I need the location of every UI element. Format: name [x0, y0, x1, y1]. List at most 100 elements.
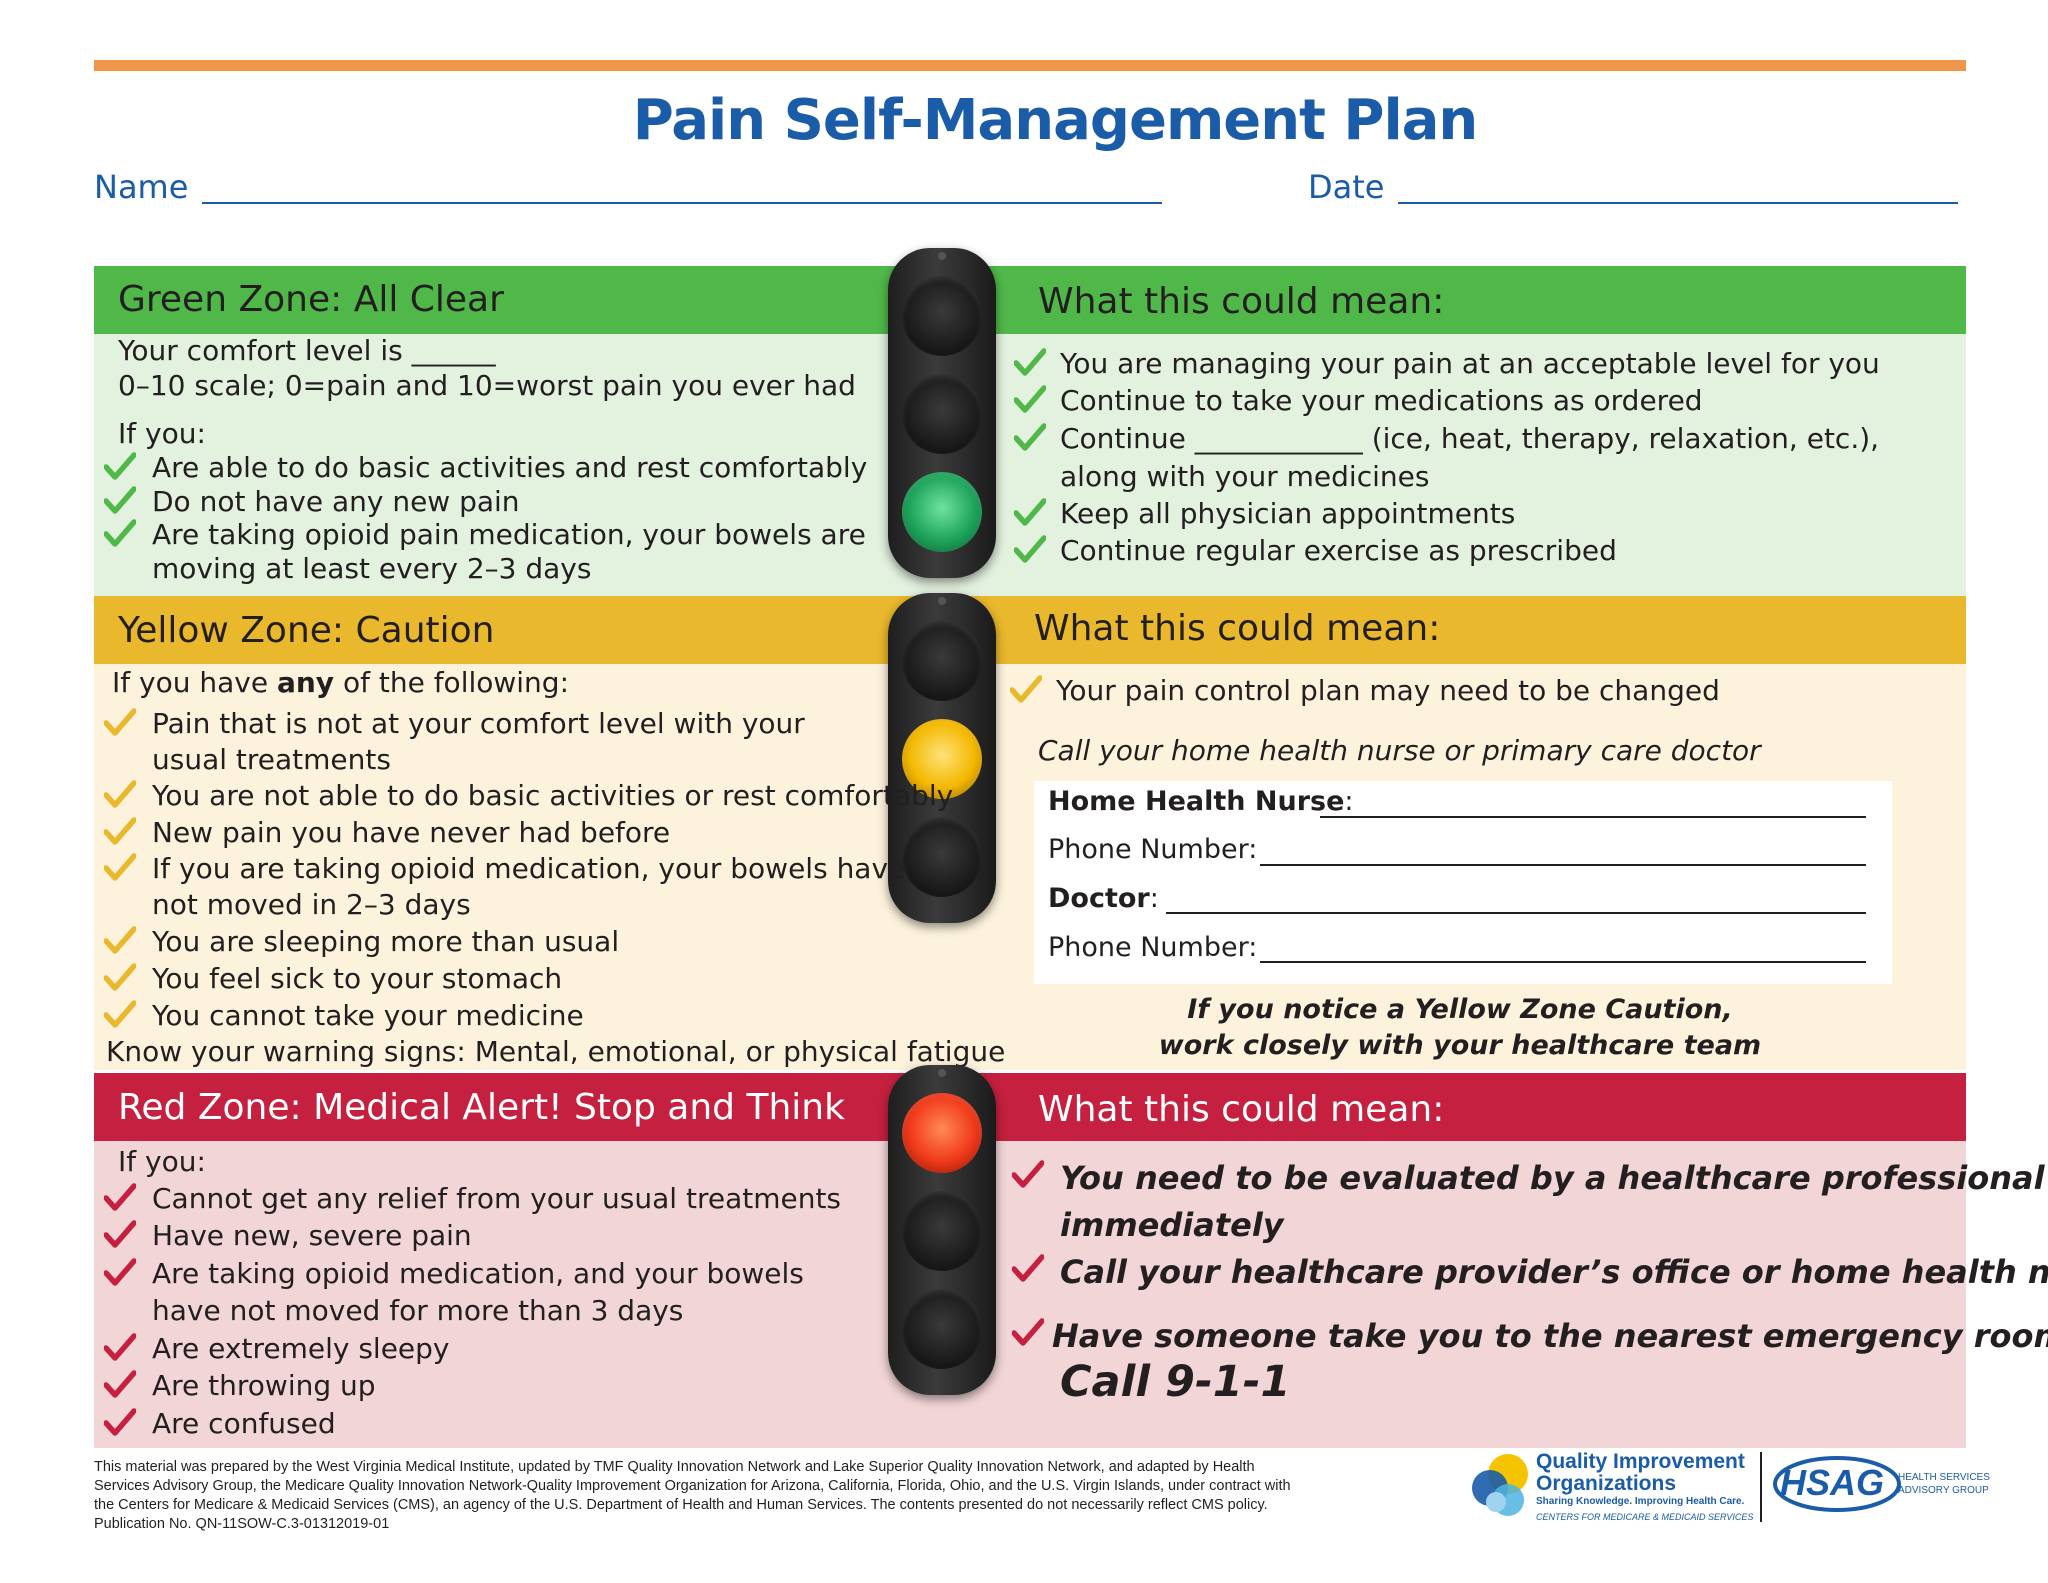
- qio-logo-line1: Quality Improvement: [1536, 1450, 1745, 1473]
- red-meaning-heading: What this could mean:: [1038, 1089, 1445, 1130]
- check-icon: [103, 1258, 137, 1288]
- green-traffic-light: [888, 248, 996, 578]
- green-meaning-item: Keep all physician appointments: [1060, 497, 1516, 530]
- date-label: Date: [1308, 168, 1385, 206]
- qio-logo-tagline: Sharing Knowledge. Improving Health Care…: [1536, 1496, 1745, 1507]
- nurse-phone-label: Phone Number:: [1048, 834, 1258, 865]
- check-icon: [1013, 535, 1047, 565]
- comfort-level-text: Your comfort level is ______: [118, 334, 496, 367]
- yellow-meaning-heading: What this could mean:: [1034, 608, 1441, 649]
- qio-logo-icon: [1468, 1452, 1532, 1522]
- green-if-item: Are able to do basic activities and rest…: [152, 451, 868, 484]
- green-light-top-lamp: [902, 276, 982, 356]
- green-meaning-item: Continue ____________ (ice, heat, therap…: [1060, 422, 1880, 455]
- check-icon: [1013, 498, 1047, 528]
- red-zone-panel: [94, 1141, 1966, 1448]
- logo-divider: [1760, 1452, 1762, 1522]
- footer-line-3: the Centers for Medicare & Medicaid Serv…: [94, 1497, 1268, 1513]
- red-light-lit-lamp: [902, 1093, 982, 1173]
- green-meaning-item: along with your medicines: [1060, 460, 1430, 493]
- qio-logo-line2: Organizations: [1536, 1472, 1677, 1495]
- green-if-item: Are taking opioid pain medication, your …: [152, 518, 866, 551]
- call-911-text: Call 9-1-1: [1060, 1357, 1291, 1407]
- doctor-phone-field[interactable]: [1260, 961, 1866, 963]
- check-icon: [103, 1000, 137, 1030]
- page-title: Pain Self-Management Plan: [632, 88, 1479, 153]
- qio-logo-cms: CENTERS FOR MEDICARE & MEDICAID SERVICES: [1536, 1512, 1754, 1522]
- top-accent-bar: [94, 60, 1966, 71]
- warning-signs-text: Know your warning signs: Mental, emotion…: [106, 1035, 1006, 1068]
- yellow-traffic-light: [888, 593, 996, 923]
- yellow-if-item: Pain that is not at your comfort level w…: [152, 707, 805, 740]
- yellow-light-top-lamp: [902, 621, 982, 701]
- green-meaning-item: You are managing your pain at an accepta…: [1060, 347, 1880, 380]
- yellow-if-item: not moved in 2–3 days: [152, 888, 471, 921]
- green-light-lit-lamp: [902, 472, 982, 552]
- red-traffic-light: [888, 1065, 996, 1395]
- yellow-if-item: You are not able to do basic activities …: [152, 779, 954, 812]
- red-meaning-item: You need to be evaluated by a healthcare…: [1060, 1159, 2045, 1197]
- footer-line-2: Services Advisory Group, the Medicare Qu…: [94, 1478, 1291, 1494]
- green-meaning-item: Continue to take your medications as ord…: [1060, 384, 1703, 417]
- check-icon: [1011, 1254, 1045, 1284]
- check-icon: [103, 519, 137, 549]
- check-icon: [1011, 1318, 1045, 1348]
- yellow-if-item: usual treatments: [152, 743, 391, 776]
- yellow-if-item: You are sleeping more than usual: [152, 925, 620, 958]
- yellow-zone-header: [94, 596, 1966, 664]
- red-meaning-item: Call your healthcare provider’s office o…: [1060, 1253, 2048, 1291]
- red-if-item: Have new, severe pain: [152, 1219, 472, 1252]
- check-icon: [103, 486, 137, 516]
- hsag-logo: HSAG: [1780, 1462, 1885, 1503]
- check-icon: [103, 452, 137, 482]
- check-icon: [103, 780, 137, 810]
- check-icon: [103, 963, 137, 993]
- red-if-item: Are taking opioid medication, and your b…: [152, 1257, 804, 1290]
- yellow-if-item: If you are taking opioid medication, you…: [152, 852, 906, 885]
- footer-disclaimer: This material was prepared by the West V…: [94, 1458, 1414, 1534]
- green-if-you: If you:: [118, 417, 206, 450]
- name-label: Name: [94, 168, 189, 206]
- red-if-item: have not moved for more than 3 days: [152, 1294, 684, 1327]
- green-meaning-item: Continue regular exercise as prescribed: [1060, 534, 1617, 567]
- red-meaning-item: Have someone take you to the nearest eme…: [1052, 1317, 2048, 1355]
- doctor-field[interactable]: [1166, 912, 1866, 914]
- nurse-field[interactable]: [1320, 816, 1866, 818]
- yellow-intro: If you have any of the following:: [112, 666, 570, 699]
- red-if-item: Are throwing up: [152, 1369, 376, 1402]
- yellow-light-bottom-lamp: [902, 817, 982, 897]
- check-icon: [1013, 423, 1047, 453]
- check-icon: [1013, 385, 1047, 415]
- red-meaning-item: immediately: [1060, 1206, 1284, 1244]
- yellow-if-item: You cannot take your medicine: [152, 999, 584, 1032]
- check-icon: [1011, 1160, 1045, 1190]
- hsag-logo-line1: HEALTH SERVICES: [1898, 1472, 1990, 1483]
- red-if-item: Are extremely sleepy: [152, 1332, 450, 1365]
- doctor-phone-label: Phone Number:: [1048, 932, 1258, 963]
- red-if-you: If you:: [118, 1145, 206, 1178]
- nurse-phone-field[interactable]: [1260, 864, 1866, 866]
- check-icon: [103, 1183, 137, 1213]
- red-light-bottom-lamp: [902, 1289, 982, 1369]
- green-if-item: moving at least every 2–3 days: [152, 552, 592, 585]
- check-icon: [103, 1370, 137, 1400]
- contact-form-box: [1034, 781, 1892, 984]
- call-nurse-doctor-text: Call your home health nurse or primary c…: [1038, 734, 1761, 767]
- yellow-if-item: New pain you have never had before: [152, 816, 671, 849]
- check-icon: [103, 1220, 137, 1250]
- check-icon: [103, 1408, 137, 1438]
- red-zone-heading: Red Zone: Medical Alert! Stop and Think: [118, 1087, 845, 1128]
- red-zone-header: [94, 1073, 1966, 1141]
- name-field[interactable]: [202, 202, 1162, 204]
- footer-line-1: This material was prepared by the West V…: [94, 1459, 1255, 1475]
- red-if-item: Are confused: [152, 1407, 336, 1440]
- yellow-notice-line2: work closely with your healthcare team: [1158, 1030, 1762, 1061]
- check-icon: [1009, 675, 1043, 705]
- check-icon: [103, 1333, 137, 1363]
- doctor-label: Doctor:: [1048, 883, 1159, 914]
- red-light-middle-lamp: [902, 1191, 982, 1271]
- date-field[interactable]: [1398, 202, 1958, 204]
- yellow-if-item: You feel sick to your stomach: [152, 962, 563, 995]
- check-icon: [103, 708, 137, 738]
- yellow-zone-heading: Yellow Zone: Caution: [118, 610, 495, 651]
